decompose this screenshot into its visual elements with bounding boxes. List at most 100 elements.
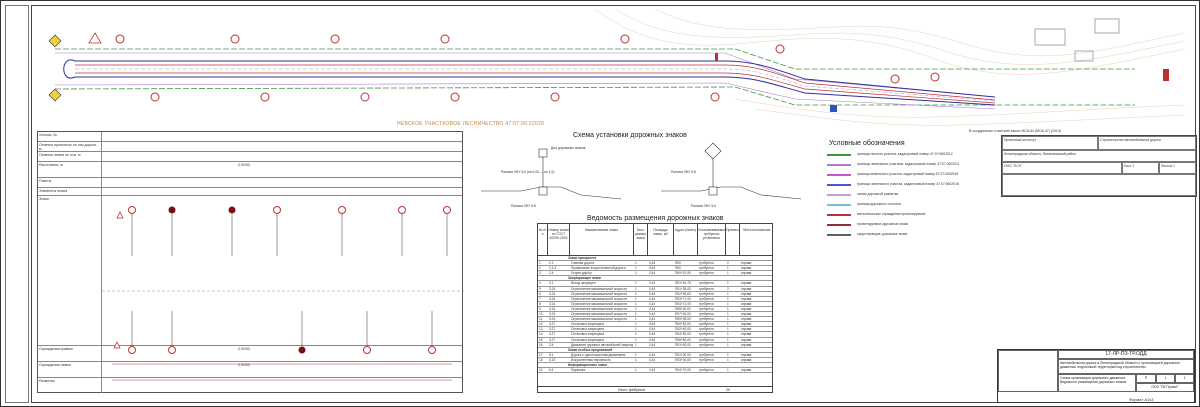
register-cell-pos: справа xyxy=(741,306,752,311)
register-cell-qty: 1 xyxy=(727,357,729,362)
register-cell-pos: справа xyxy=(741,271,752,276)
register-cell-code: 2.3.3 xyxy=(549,266,557,271)
sign-installation-scheme[interactable]: Для дорожных знаков Разъем ЗНУ 5.6 (пк 0… xyxy=(481,139,811,219)
register-cell-status: требуется xyxy=(699,301,714,306)
register-cell-area: 0,44 xyxy=(649,306,656,311)
register-cell-n: 13 xyxy=(539,327,543,332)
register-cell-size: 1 xyxy=(635,261,637,266)
register-cell-size: 1 xyxy=(635,291,637,296)
register-cell-addr: ПК4+71,00 xyxy=(675,301,691,306)
register-cell-size: 1 xyxy=(635,352,637,357)
register-cell-status: требуется xyxy=(699,327,714,332)
register-cell-size: 1 xyxy=(635,342,637,347)
register-cell-code: 3.4 xyxy=(549,342,554,347)
register-cell-addr: ПК0 xyxy=(675,261,681,266)
register-cell-n: 4 xyxy=(539,281,541,286)
guardrail-line xyxy=(75,72,996,104)
register-cell-addr: ПК1+40,00 xyxy=(675,342,691,347)
register-cell-size: 1 xyxy=(635,301,637,306)
register-cell-status: требуется xyxy=(699,357,714,362)
register-cell-area: 0,44 xyxy=(649,291,656,296)
sign-circle-icon xyxy=(398,206,406,214)
guardrail-line xyxy=(75,64,996,101)
barrier-icon xyxy=(715,53,718,61)
prohibition-sign-icon xyxy=(150,92,160,102)
register-cell-addr: ПК7+40,00 xyxy=(675,312,691,317)
register-title: Ведомость размещения дорожных знаков xyxy=(587,215,724,222)
profile-row: Отметки земли по оси, м xyxy=(38,152,462,162)
register-cell-code: 3.24 xyxy=(549,306,556,311)
register-cell-qty: 1 xyxy=(727,368,729,373)
register-cell-addr: ПК2+40,00 xyxy=(675,327,691,332)
road-plan[interactable] xyxy=(35,9,1195,131)
register-total: Итого требуется 20 xyxy=(538,386,772,392)
prohibition-sign-icon xyxy=(360,92,370,102)
register-cell-name: Ограничение максимальной скорости xyxy=(571,312,627,317)
register-cell-status: требуется xyxy=(699,291,714,296)
register-cell-size: 1 xyxy=(635,322,637,327)
register-cell-n: 3 xyxy=(539,271,541,276)
title-block: 17-ЛР-ПЗ-ТР.ОДД Автомобильная дорога в Л… xyxy=(997,349,1195,403)
register-header: № п/п Номер знака по ГОСТ 52290-2004 Наи… xyxy=(538,224,772,256)
register-cell-name: Парковка xyxy=(571,368,585,373)
coordinate-system-note: В координатах и системе высот МСК-64 (МС… xyxy=(969,129,1061,133)
register-cell-qty: 1 xyxy=(727,296,729,301)
register-cell-n: 5 xyxy=(539,286,541,291)
road-edge-line xyxy=(75,60,996,98)
register-cell-status: требуется xyxy=(699,281,714,286)
register-cell-qty: 2 xyxy=(727,286,729,291)
register-cell-qty: 1 xyxy=(727,306,729,311)
register-cell-name: Остановка запрещена xyxy=(571,332,605,337)
register-cell-name: Примыкание второстепенной дороги xyxy=(571,266,626,271)
register-cell-area: 0,44 xyxy=(649,342,656,347)
register-cell-area: 0,44 xyxy=(649,352,656,357)
register-cell-n: 2 xyxy=(539,266,541,271)
legend: граница лесного участка, кадастровый ном… xyxy=(827,151,997,251)
register-cell-n: 7 xyxy=(539,296,541,301)
sign-filled-icon xyxy=(168,206,176,214)
legend-swatch xyxy=(827,174,851,176)
side-stamp-strip xyxy=(5,5,29,403)
register-cell-qty: 1 xyxy=(727,301,729,306)
register-cell-addr: ПК3+00,00 xyxy=(675,357,691,362)
register-cell-status: требуется xyxy=(699,271,714,276)
project-stamp: Проектный институт Строительство автомоб… xyxy=(1001,135,1197,197)
register-cell-code: 3.27 xyxy=(549,327,556,332)
sign-register-table[interactable]: № п/п Номер знака по ГОСТ 52290-2004 Наи… xyxy=(537,223,773,393)
sign-filled-icon xyxy=(298,346,306,354)
prohibition-sign-icon xyxy=(260,92,270,102)
register-cell-area: 0,44 xyxy=(649,286,656,291)
profile-row: Разметка xyxy=(38,378,462,393)
register-cell-status: требуется xyxy=(699,261,714,266)
register-cell-pos: справа xyxy=(741,266,752,271)
main-road-sign-icon xyxy=(48,34,62,48)
register-cell-addr: ПК9+05,00 xyxy=(675,317,691,322)
register-cell-qty: 1 xyxy=(727,322,729,327)
road-profile-table[interactable]: Уклоны, ‰ Отметки проектные по оси дорог… xyxy=(37,131,464,393)
register-cell-name: Ограничение максимальной скорости xyxy=(571,306,627,311)
register-cell-qty: 1 xyxy=(727,337,729,342)
format-note: Формат A1x3 xyxy=(1129,397,1154,402)
register-cell-size: 1 xyxy=(635,317,637,322)
register-cell-pos: справа xyxy=(741,286,752,291)
drawing-name: Схема организации дорожного движения. Ве… xyxy=(1058,374,1136,392)
building-outlines xyxy=(1034,18,1120,62)
register-cell-code: 3.24 xyxy=(549,301,556,306)
legend-item: граница земельного участка, кадастровый … xyxy=(827,171,997,179)
profile-row: Элементы плана xyxy=(38,188,462,196)
legend-swatch xyxy=(827,164,851,166)
legend-swatch xyxy=(827,194,851,196)
register-cell-area: 0,44 xyxy=(649,271,656,276)
sign-circle-icon xyxy=(428,346,436,354)
register-cell-addr: ПК4+52,00 xyxy=(675,332,691,337)
drawing-description: Автомобильная дорога в Ленинградской обл… xyxy=(1058,359,1194,374)
register-cell-status: требуется xyxy=(699,296,714,301)
legend-swatch xyxy=(827,204,851,206)
register-cell-n: 19 xyxy=(539,368,543,373)
scheme-svg: Для дорожных знаков Разъем ЗНУ 5.6 (пк 0… xyxy=(481,142,802,208)
register-cell-addr: ПК6+60,00 xyxy=(675,337,691,342)
